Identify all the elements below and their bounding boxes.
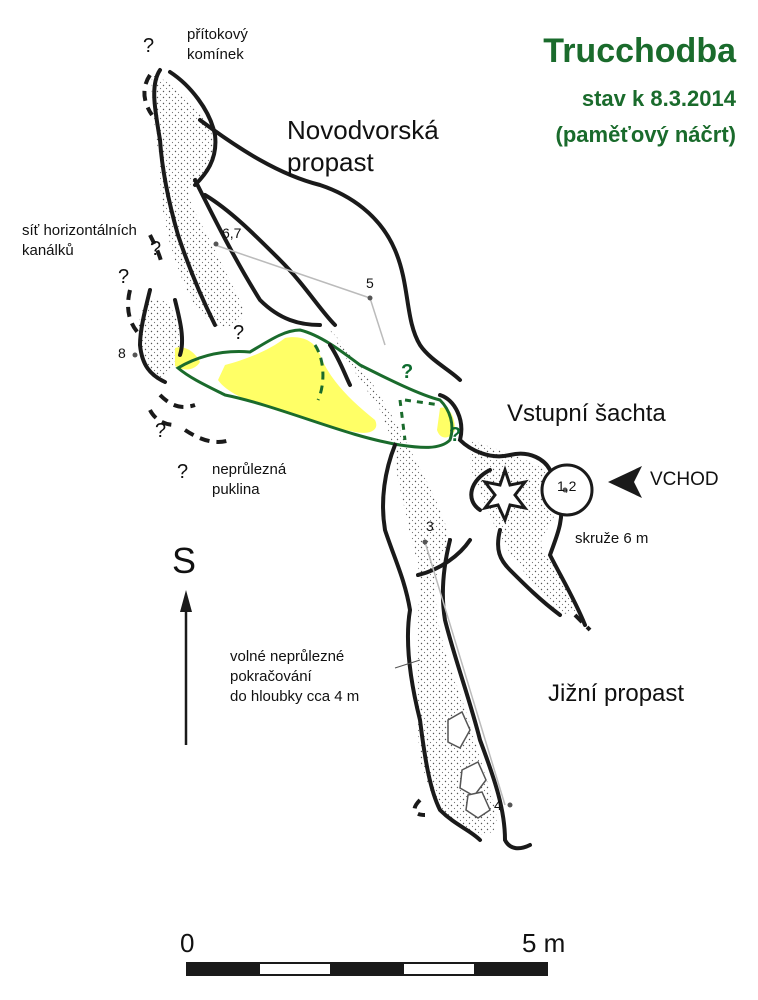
label-volne-2: pokračování xyxy=(230,668,312,685)
side-branch-fill xyxy=(138,299,181,380)
boulders xyxy=(447,710,491,819)
survey-points xyxy=(132,241,568,808)
map-date: stav k 8.3.2014 xyxy=(581,86,736,111)
point-4: 4 xyxy=(494,797,502,813)
green-dashed-1 xyxy=(313,344,325,401)
point-8: 8 xyxy=(118,345,126,361)
question-mark: ? xyxy=(143,35,155,57)
label-vstupni: Vstupní šachta xyxy=(507,400,666,427)
label-propast: propast xyxy=(287,147,374,177)
cave-walls xyxy=(137,68,587,851)
question-mark-green: ? xyxy=(449,424,462,446)
green-outline xyxy=(175,328,454,449)
label-sit: síť horizontálních xyxy=(22,222,137,239)
label-kominek: komínek xyxy=(187,46,244,63)
point-5: 5 xyxy=(366,275,374,291)
question-mark: ? xyxy=(233,322,245,344)
scale-start: 0 xyxy=(180,928,195,958)
label-jizni: Jižní propast xyxy=(548,680,685,707)
compass-label: S xyxy=(172,540,197,581)
north-arrow-icon xyxy=(180,590,192,745)
map-note: (paměťový náčrt) xyxy=(555,122,736,147)
question-mark-green: ? xyxy=(401,361,414,383)
label-skruze: skruže 6 m xyxy=(575,530,649,547)
point-3: 3 xyxy=(426,518,434,534)
yellow-area-main xyxy=(218,337,377,433)
scale-bar xyxy=(186,962,548,976)
label-vchod: VCHOD xyxy=(650,469,719,490)
label-novodvorska: Novodvorská xyxy=(287,115,439,145)
entrance-star xyxy=(481,465,529,525)
vchod-arrow-icon xyxy=(608,466,642,498)
dashed-walls xyxy=(126,73,592,817)
label-neprulezna: neprůlezná xyxy=(212,461,287,478)
label-puklina: puklina xyxy=(212,481,260,498)
question-mark: ? xyxy=(150,238,162,260)
label-kanalku: kanálků xyxy=(22,242,74,259)
point-6-7: 6,7 xyxy=(222,225,242,241)
green-dashed-2 xyxy=(398,398,441,441)
map-title: Trucchodba xyxy=(543,32,736,70)
upper-passage-fill xyxy=(151,75,244,327)
question-mark: ? xyxy=(177,461,189,483)
question-mark: ? xyxy=(155,420,167,442)
question-mark: ? xyxy=(118,266,130,288)
label-volne-3: do hloubky cca 4 m xyxy=(230,688,360,705)
main-passage-fill xyxy=(330,330,497,835)
point-1-2: 1,2 xyxy=(557,478,577,494)
survey-lines xyxy=(214,244,506,806)
scale-end: 5 m xyxy=(522,928,566,958)
annotation-leader xyxy=(394,659,421,669)
label-pritokovy: přítokový xyxy=(187,26,248,43)
label-volne-1: volné neprůlezné xyxy=(230,648,345,665)
